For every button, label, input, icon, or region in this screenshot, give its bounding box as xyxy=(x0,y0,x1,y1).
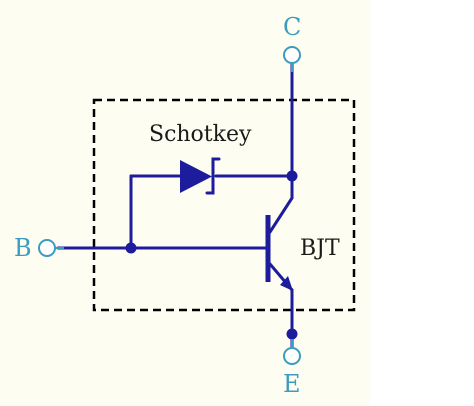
base-terminal-circle xyxy=(38,239,56,257)
emitter-terminal-label: E xyxy=(283,370,301,398)
schottky-cathode-bar xyxy=(205,157,221,195)
diode-label: Schotkey xyxy=(149,122,252,147)
transistor-label: BJT xyxy=(300,236,340,261)
bjt-collector-lead xyxy=(268,196,294,234)
diode-triangle xyxy=(180,160,212,193)
base-terminal-label: B xyxy=(14,234,32,262)
collector-terminal-circle xyxy=(283,46,301,64)
emitter-arrow xyxy=(280,276,293,291)
junction-dot-collector xyxy=(286,170,298,182)
collector-terminal-label: C xyxy=(283,13,302,41)
device-boundary xyxy=(92,98,356,312)
emitter-terminal-circle xyxy=(283,347,301,365)
junction-dot-emitter xyxy=(286,328,298,340)
junction-dot-base xyxy=(125,242,137,254)
schematic-panel xyxy=(0,0,370,406)
